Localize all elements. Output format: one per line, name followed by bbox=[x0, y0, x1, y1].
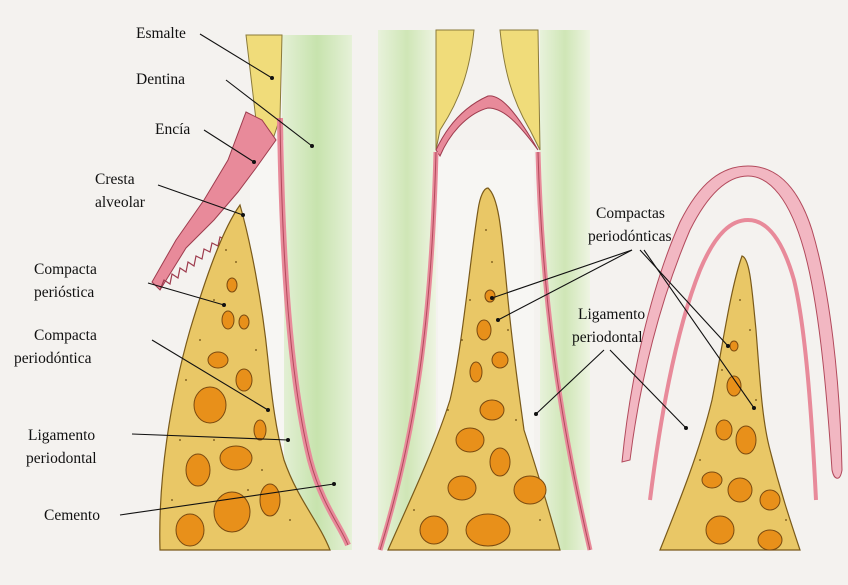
dentin-band-left bbox=[282, 35, 352, 550]
middle-panel bbox=[378, 30, 590, 550]
label-ligamento-periodontal-left-line2: periodontal bbox=[26, 450, 97, 467]
label-esmalte: Esmalte bbox=[136, 25, 186, 42]
label-cresta-alveolar-line2: alveolar bbox=[95, 194, 146, 211]
label-dentina: Dentina bbox=[136, 71, 185, 88]
label-cresta-alveolar-line1: Cresta bbox=[95, 171, 135, 188]
label-encia: Encía bbox=[155, 121, 190, 138]
label-compacta-periostica-line2: perióstica bbox=[34, 284, 94, 301]
label-ligamento-periodontal-right-line2: periodontal bbox=[572, 329, 643, 346]
label-compacta-periodontica-line2: periodóntica bbox=[14, 350, 92, 367]
label-compacta-periodontica-line1: Compacta bbox=[34, 327, 97, 344]
label-ligamento-periodontal-right-line1: Ligamento bbox=[578, 306, 645, 323]
label-cemento: Cemento bbox=[44, 507, 100, 524]
label-compactas-periodonticas-line2: periodónticas bbox=[588, 228, 672, 245]
label-compactas-periodonticas-line1: Compactas bbox=[596, 205, 665, 222]
label-ligamento-periodontal-left-line1: Ligamento bbox=[28, 427, 95, 444]
label-compacta-periostica-line1: Compacta bbox=[34, 261, 97, 278]
